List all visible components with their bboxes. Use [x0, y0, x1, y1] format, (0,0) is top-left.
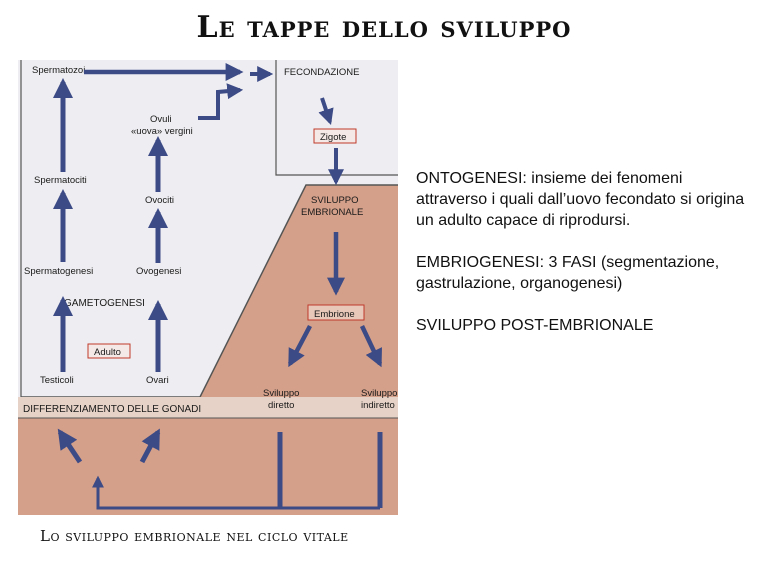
label-sviluppo-indiretto-1: Sviluppo [361, 388, 397, 399]
frame-inner [275, 60, 398, 176]
label-ovociti: Ovociti [145, 195, 174, 206]
arrow-diag-right [139, 428, 161, 464]
label-sviluppo-diretto-1: Sviluppo [263, 388, 299, 399]
arrow-embrione-indiretto [359, 325, 383, 368]
label-spermatociti: Spermatociti [34, 175, 87, 186]
shaded-region [18, 185, 398, 515]
label-gametogenesi: GAMETOGENESI [64, 298, 145, 309]
label-ovuli-2: «uova» vergini [131, 126, 193, 137]
life-cycle-diagram: Spermatozoi FECONDAZIONE Ovuli «uova» ve… [18, 60, 398, 515]
label-differenziamento: DIFFERENZIAMENTO DELLE GONADI [23, 404, 201, 415]
label-ovuli-1: Ovuli [150, 114, 172, 125]
adulto-box [87, 343, 131, 359]
arrow-embrione-diretto [288, 324, 312, 368]
label-spermatozoi: Spermatozoi [32, 65, 85, 76]
arrow-fecondazione-zigote [318, 97, 334, 126]
arrow-ovuli-path [198, 83, 244, 120]
differenziamento-band [18, 397, 398, 418]
label-spermatogenesi: Spermatogenesi [24, 266, 93, 277]
embrione-box [307, 304, 365, 321]
return-path [92, 475, 380, 510]
page-title: Le tappe dello sviluppo [196, 10, 572, 45]
label-sviluppo-embrionale-2: EMBRIONALE [301, 207, 363, 218]
diagram-caption: Lo sviluppo embrionale nel ciclo vitale [40, 527, 349, 545]
embriogenesi-paragraph: EMBRIOGENESI: 3 FASI (segmentazione, gas… [416, 254, 720, 292]
label-testicoli: Testicoli [40, 375, 74, 386]
label-zigote: Zigote [320, 132, 346, 143]
label-sviluppo-diretto-2: diretto [268, 400, 294, 411]
post-embrionale-paragraph: SVILUPPO POST-EMBRIONALE [416, 317, 654, 334]
label-sviluppo-indiretto-2: indiretto [361, 400, 395, 411]
arrow-diag-left [57, 428, 83, 464]
label-embrione: Embrione [314, 309, 355, 320]
zigote-box [313, 128, 357, 144]
label-fecondazione: FECONDAZIONE [284, 67, 359, 78]
ontogenesi-paragraph: ONTOGENESI: insieme dei fenomeni attrave… [416, 170, 745, 229]
label-ovari: Ovari [146, 375, 169, 386]
label-adulto: Adulto [94, 347, 121, 358]
label-sviluppo-embrionale-1: SVILUPPO [311, 195, 359, 206]
label-ovogenesi: Ovogenesi [136, 266, 181, 277]
description-text: ONTOGENESI: insieme dei fenomeni attrave… [416, 168, 756, 357]
